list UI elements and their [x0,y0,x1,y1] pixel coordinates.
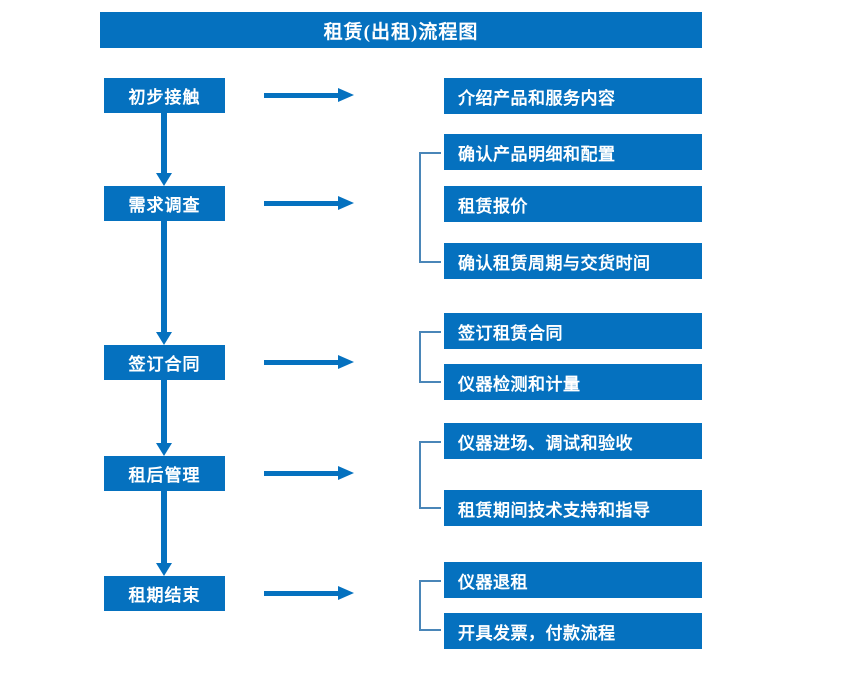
stage-box-post-rental-management[interactable]: 租后管理 [104,456,225,491]
detail-box-instrument-inspection[interactable]: 仪器检测和计量 [444,364,702,400]
detail-label: 仪器进场、调试和验收 [458,433,633,453]
detail-label: 签订租赁合同 [458,323,563,343]
arrow-shaft [161,113,167,174]
stage-box-needs-survey[interactable]: 需求调查 [104,186,225,221]
right-arrow-icon [264,466,354,480]
group-bracket [419,441,443,509]
bracket-bottom-stub [419,261,441,263]
group-bracket [419,580,443,631]
detail-box-confirm-period-delivery[interactable]: 确认租赁周期与交货时间 [444,243,702,279]
bracket-spine [419,331,421,383]
detail-box-introduce-products[interactable]: 介绍产品和服务内容 [444,78,702,114]
arrow-shaft [264,93,340,98]
group-bracket [419,152,443,263]
group-bracket [419,331,443,383]
down-arrow-icon [156,221,172,345]
detail-label: 确认租赁周期与交货时间 [458,253,651,273]
stage-label: 租期结束 [128,586,201,605]
detail-label: 开具发票，付款流程 [458,623,616,643]
arrow-shaft [264,201,340,206]
arrow-shaft [264,471,340,476]
arrow-shaft [161,221,167,333]
arrow-shaft [264,591,340,596]
arrow-head [338,196,354,210]
down-arrow-icon [156,491,172,576]
detail-box-instrument-entry-commissioning[interactable]: 仪器进场、调试和验收 [444,423,702,459]
bracket-bottom-stub [419,381,441,383]
detail-box-sign-rental-contract[interactable]: 签订租赁合同 [444,313,702,349]
bracket-bottom-stub [419,507,441,509]
detail-label: 租赁期间技术支持和指导 [458,500,651,520]
detail-label: 确认产品明细和配置 [458,144,616,164]
bracket-spine [419,441,421,509]
stage-label: 签订合同 [128,355,201,374]
stage-label: 初步接触 [128,88,201,107]
stage-label: 需求调查 [128,196,201,215]
right-arrow-icon [264,355,354,369]
arrow-head [338,586,354,600]
detail-label: 租赁报价 [458,196,528,216]
bracket-spine [419,152,421,263]
detail-box-instrument-return[interactable]: 仪器退租 [444,562,702,598]
arrow-head [156,443,172,456]
stage-box-initial-contact[interactable]: 初步接触 [104,78,225,113]
stage-box-sign-contract[interactable]: 签订合同 [104,345,225,380]
right-arrow-icon [264,88,354,102]
arrow-shaft [161,491,167,564]
bracket-top-stub [419,331,441,333]
bracket-bottom-stub [419,629,441,631]
detail-label: 仪器检测和计量 [458,374,581,394]
bracket-top-stub [419,152,441,154]
bracket-top-stub [419,441,441,443]
arrow-head [156,332,172,345]
stage-label: 租后管理 [128,466,201,485]
detail-label: 仪器退租 [458,572,528,592]
arrow-head [156,173,172,186]
right-arrow-icon [264,586,354,600]
bracket-spine [419,580,421,631]
arrow-shaft [161,380,167,444]
down-arrow-icon [156,113,172,186]
detail-box-invoice-payment[interactable]: 开具发票，付款流程 [444,613,702,649]
right-arrow-icon [264,196,354,210]
down-arrow-icon [156,380,172,456]
stage-box-rental-end[interactable]: 租期结束 [104,576,225,611]
page-title: 租赁(出租)流程图 [100,12,702,48]
arrow-head [338,88,354,102]
detail-box-technical-support[interactable]: 租赁期间技术支持和指导 [444,490,702,526]
bracket-top-stub [419,580,441,582]
detail-box-confirm-product-spec[interactable]: 确认产品明细和配置 [444,134,702,170]
arrow-head [156,563,172,576]
arrow-head [338,355,354,369]
arrow-shaft [264,360,340,365]
detail-box-rental-quotation[interactable]: 租赁报价 [444,186,702,222]
detail-label: 介绍产品和服务内容 [458,88,616,108]
arrow-head [338,466,354,480]
